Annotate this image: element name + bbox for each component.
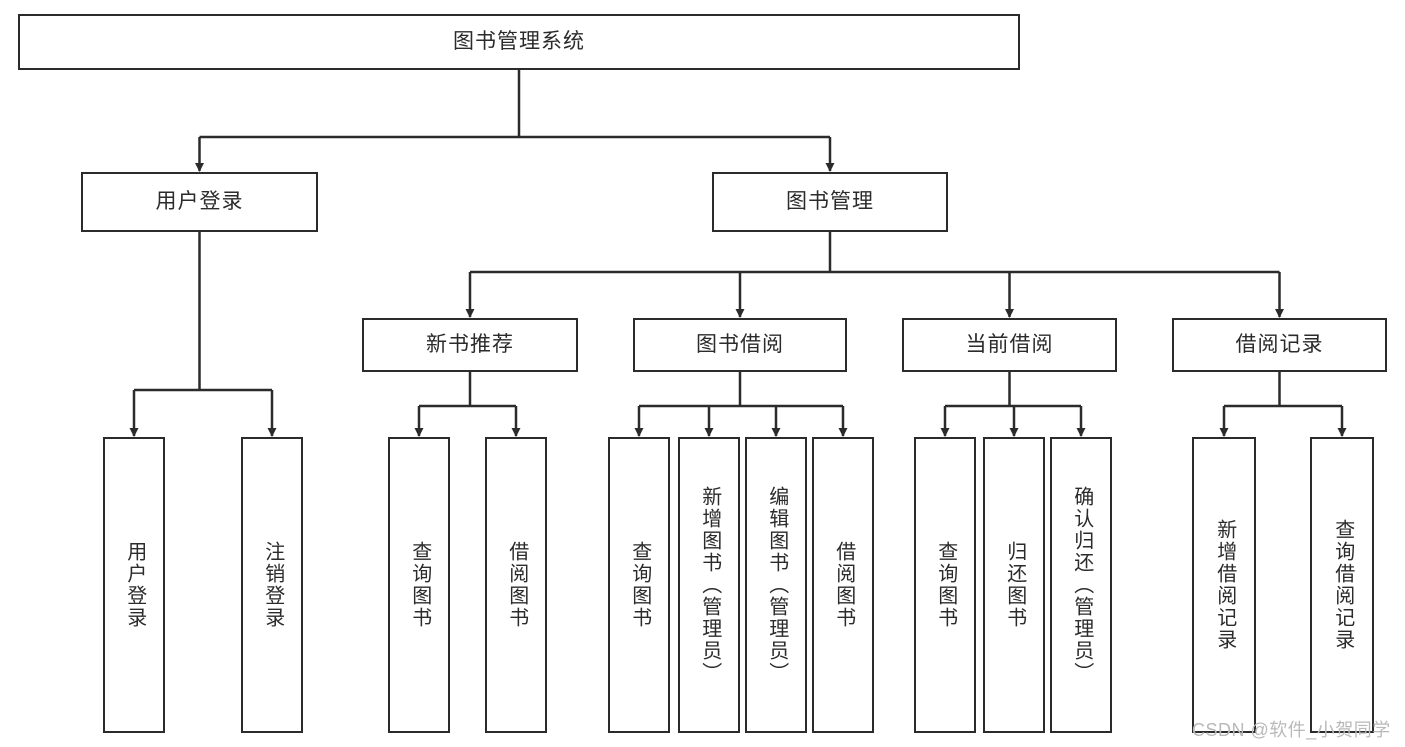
node-leaf-query-book-borrow[interactable]: 查询图书 (608, 437, 670, 733)
node-leaf-return-book[interactable]: 归还图书 (983, 437, 1045, 733)
node-leaf-borrow-book-new[interactable]: 借阅图书 (485, 437, 547, 733)
node-label: 图书借阅 (696, 332, 784, 356)
node-leaf-add-book-admin[interactable]: 新增图书（管理员） (678, 437, 740, 733)
node-current-borrow[interactable]: 当前借阅 (902, 318, 1117, 372)
node-label: 新增借阅记录 (1213, 519, 1236, 651)
node-label: 查询图书 (408, 541, 431, 629)
node-leaf-user-login[interactable]: 用户登录 (103, 437, 165, 733)
node-label: 图书管理系统 (453, 29, 585, 53)
edge-paths (129, 70, 1347, 437)
node-label: 用户登录 (155, 189, 244, 213)
node-label: 归还图书 (1003, 541, 1026, 629)
node-leaf-confirm-return-admin[interactable]: 确认归还（管理员） (1050, 437, 1112, 733)
node-leaf-user-logout[interactable]: 注销登录 (241, 437, 303, 733)
node-leaf-borrow-book[interactable]: 借阅图书 (812, 437, 874, 733)
node-label: 借阅图书 (832, 541, 855, 629)
node-label: 借阅图书 (505, 541, 528, 629)
node-leaf-add-borrow-record[interactable]: 新增借阅记录 (1192, 437, 1256, 733)
node-label: 注销登录 (261, 541, 284, 629)
node-leaf-edit-book-admin[interactable]: 编辑图书（管理员） (745, 437, 807, 733)
node-leaf-query-book-current[interactable]: 查询图书 (914, 437, 976, 733)
node-new-book-recommend[interactable]: 新书推荐 (362, 318, 578, 372)
node-borrow-record[interactable]: 借阅记录 (1172, 318, 1387, 372)
node-leaf-query-book-new[interactable]: 查询图书 (388, 437, 450, 733)
node-label: 编辑图书（管理员） (765, 486, 788, 684)
node-label: 新书推荐 (426, 332, 514, 356)
node-label: 新增图书（管理员） (698, 486, 721, 684)
node-root[interactable]: 图书管理系统 (18, 14, 1020, 70)
node-label: 当前借阅 (965, 332, 1054, 356)
node-label: 查询图书 (934, 541, 957, 629)
node-user-login[interactable]: 用户登录 (81, 172, 318, 232)
node-leaf-query-borrow-record[interactable]: 查询借阅记录 (1310, 437, 1374, 733)
node-label: 图书管理 (786, 189, 874, 213)
node-book-manage[interactable]: 图书管理 (712, 172, 948, 232)
node-label: 确认归还（管理员） (1070, 486, 1093, 684)
node-label: 借阅记录 (1235, 332, 1324, 356)
node-label: 用户登录 (123, 541, 146, 629)
node-book-borrow[interactable]: 图书借阅 (633, 318, 847, 372)
node-label: 查询图书 (628, 541, 651, 629)
node-label: 查询借阅记录 (1331, 519, 1354, 651)
